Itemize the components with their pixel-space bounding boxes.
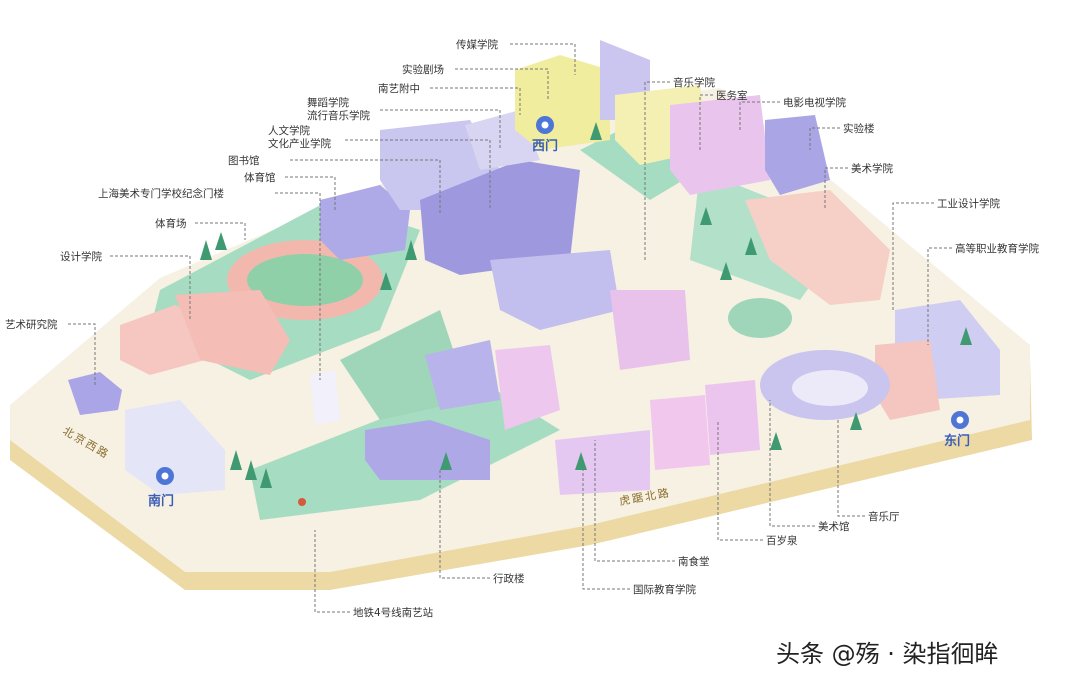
label-music: 音乐学院 bbox=[673, 76, 715, 89]
south-canteen-building bbox=[555, 430, 650, 495]
label-film: 电影电视学院 bbox=[783, 96, 846, 109]
label-design: 设计学院 bbox=[60, 250, 102, 263]
intl-building bbox=[610, 290, 690, 370]
football-field bbox=[247, 254, 363, 306]
metro-marker-icon bbox=[298, 498, 306, 506]
label-industrial: 工业设计学院 bbox=[937, 197, 1000, 210]
east-gate-label: 东门 bbox=[944, 433, 970, 449]
film-building bbox=[670, 95, 770, 195]
label-stadium: 体育场 bbox=[155, 217, 187, 230]
south-gate-building bbox=[125, 400, 225, 495]
memorial-gate bbox=[310, 370, 340, 425]
label-gym: 体育馆 bbox=[244, 171, 276, 184]
west-gate-label: 西门 bbox=[532, 138, 558, 154]
label-finearts: 美术学院 bbox=[851, 162, 893, 175]
label-clinic: 医务室 bbox=[716, 89, 748, 102]
label-metro: 地铁4号线南艺站 bbox=[353, 606, 434, 619]
admin-north-building bbox=[425, 340, 500, 410]
label-vocational: 高等职业教育学院 bbox=[955, 242, 1039, 255]
label-museum: 美术馆 bbox=[818, 520, 850, 533]
gym-building bbox=[320, 185, 410, 260]
center-building bbox=[490, 250, 620, 330]
label-intl: 国际教育学院 bbox=[633, 583, 696, 596]
vocational-building bbox=[875, 340, 940, 420]
museum-tower bbox=[705, 380, 760, 455]
canteen-building bbox=[495, 345, 560, 430]
leader-lines bbox=[68, 43, 952, 613]
art-research-building bbox=[68, 372, 122, 415]
label-culture: 文化产业学院 bbox=[268, 137, 331, 150]
green-round-lawn bbox=[728, 298, 792, 338]
label-theater: 实验剧场 bbox=[402, 63, 444, 76]
label-affiliated: 南艺附中 bbox=[378, 82, 420, 95]
label-popmusic: 流行音乐学院 bbox=[307, 109, 370, 122]
label-spring: 百岁泉 bbox=[766, 534, 798, 547]
concert-hall-roof bbox=[792, 370, 868, 406]
label-admin: 行政楼 bbox=[493, 572, 525, 585]
trees bbox=[200, 122, 972, 488]
south-gate-label: 南门 bbox=[148, 493, 174, 509]
design-school-building-main bbox=[175, 290, 290, 375]
library-building bbox=[420, 160, 580, 275]
label-canteen: 南食堂 bbox=[678, 555, 710, 568]
watermark: 头条 @殇 · 染指徊眸 bbox=[776, 640, 999, 668]
label-humanities: 人文学院 bbox=[268, 124, 310, 137]
label-artresearch: 艺术研究院 bbox=[5, 318, 58, 331]
label-memorial: 上海美术专门学校纪念门楼 bbox=[98, 187, 224, 200]
label-concert: 音乐厅 bbox=[868, 510, 900, 523]
label-library: 图书馆 bbox=[228, 154, 260, 167]
lab-building bbox=[765, 115, 830, 195]
music-hall-tower bbox=[650, 395, 710, 470]
label-dance: 舞蹈学院 bbox=[307, 96, 349, 109]
label-lab: 实验楼 bbox=[843, 122, 875, 135]
admin-building bbox=[365, 420, 490, 480]
label-media: 传媒学院 bbox=[456, 38, 498, 51]
fine-arts-building bbox=[745, 190, 890, 305]
